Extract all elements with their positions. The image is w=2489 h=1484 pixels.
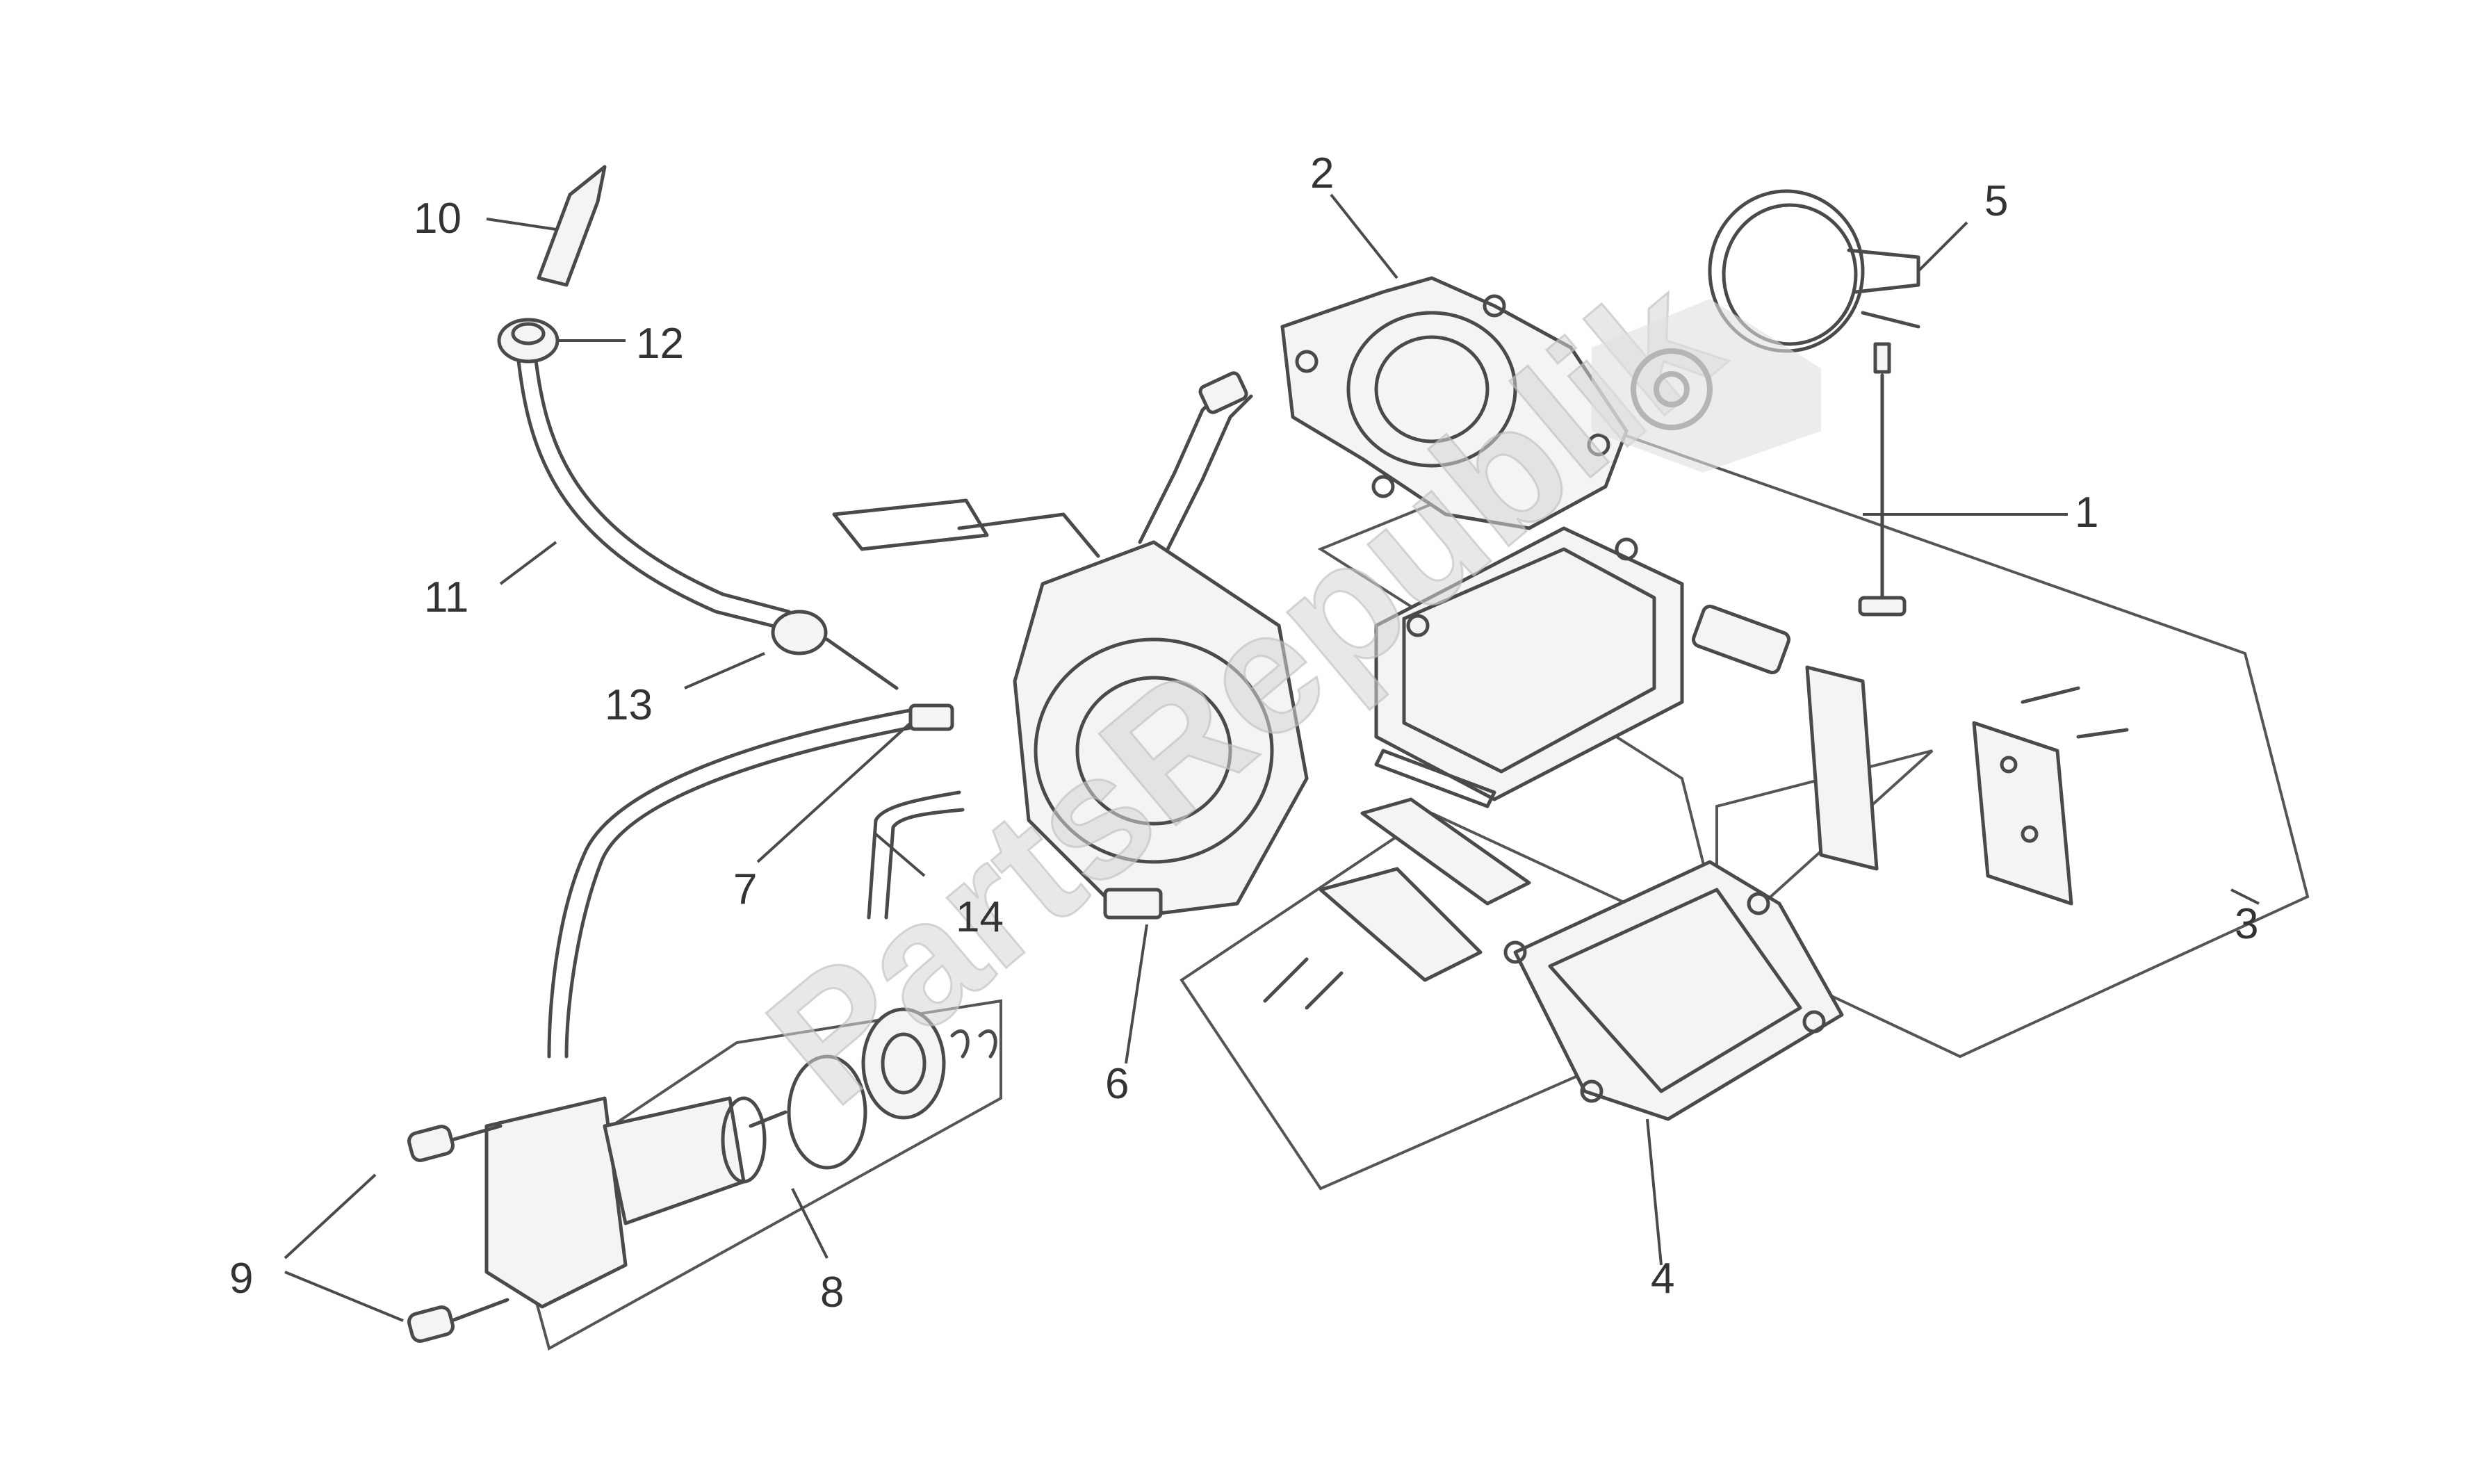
reed-petal-right [1972, 721, 2073, 906]
reed-petal-left [1805, 665, 1879, 871]
fitting-part-12 [497, 318, 560, 364]
callout-2: 2 [1310, 149, 1334, 197]
group-outline-8 [505, 999, 1002, 1351]
hose-clamp-part-5 [1708, 189, 1920, 353]
fuel-line-part-11 [516, 352, 791, 631]
leader-lines [284, 193, 2260, 1322]
callout-6: 6 [1105, 1060, 1129, 1108]
small-screws-right [2021, 686, 2129, 739]
callout-12: 12 [636, 320, 684, 368]
screws-part-9 [407, 1124, 509, 1343]
fuel-hose-part-7 [547, 703, 954, 1059]
carburettor-part-6 [832, 371, 1309, 920]
callout-5: 5 [1984, 177, 2008, 225]
callout-4: 4 [1651, 1255, 1674, 1303]
connector-part-13 [771, 610, 899, 690]
callout-14: 14 [956, 893, 1004, 941]
callout-labels: 1 2 3 4 5 6 7 8 9 10 11 12 13 14 [229, 149, 2258, 1316]
gasket-part-4 [1503, 860, 1844, 1121]
intake-manifold-part-2 [1280, 276, 1629, 530]
reed-valve-block [1374, 526, 1791, 801]
callout-10: 10 [414, 195, 462, 243]
bolt-part-1 [1858, 342, 1907, 617]
callout-7: 7 [733, 865, 757, 913]
oil-pump-part-8 [484, 1007, 997, 1309]
callout-3: 3 [2235, 900, 2258, 948]
callout-8: 8 [820, 1269, 844, 1316]
callout-9: 9 [229, 1255, 253, 1303]
watermark-gear-icon [1592, 299, 1821, 473]
nozzle-part-10 [537, 165, 607, 287]
callout-1: 1 [2075, 489, 2098, 537]
short-hose-part-14 [867, 790, 965, 920]
callout-13: 13 [605, 681, 653, 729]
callout-11: 11 [424, 573, 468, 621]
reed-stopper-plates [1263, 749, 1531, 1010]
